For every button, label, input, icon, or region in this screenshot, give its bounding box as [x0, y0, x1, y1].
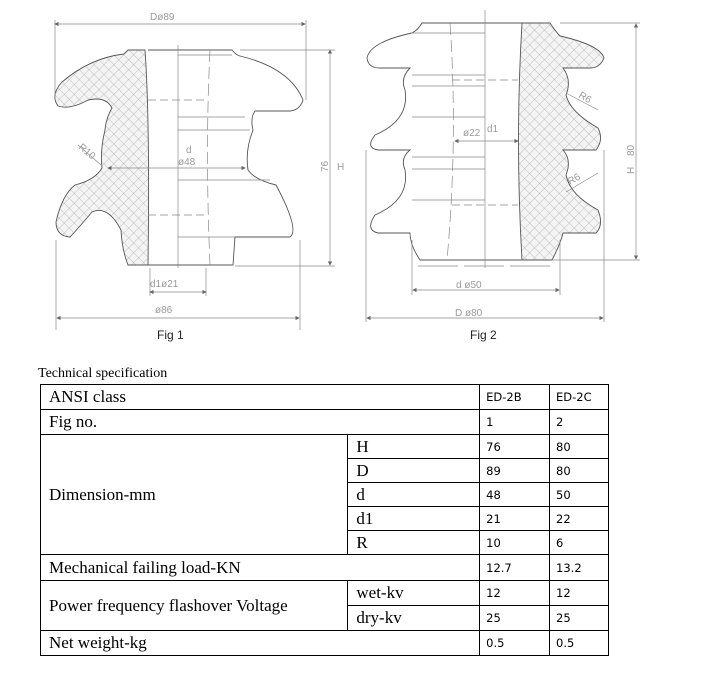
table-row: Mechanical failing load-KN 12.7 13.2	[39, 554, 609, 581]
table-row: Fig no. 1 2	[39, 409, 609, 435]
mech-label: Mechanical failing load-KN	[39, 554, 481, 581]
table-row: ANSI class ED-2B ED-2C	[39, 384, 609, 410]
mech-value: 13.2	[549, 554, 609, 581]
dimension-value: 21	[479, 506, 551, 531]
fig-1-D-label: Dø89	[150, 12, 175, 23]
table-row: dry-kv 25 25	[41, 605, 609, 631]
table-row: d1 21 22	[41, 506, 609, 531]
dry-value: 25	[549, 605, 609, 631]
ansi-value: ED-2C	[549, 384, 609, 410]
fig-1-drawing	[54, 20, 335, 330]
weight-label: Net weight-kg	[39, 630, 481, 656]
fig-value: 1	[479, 409, 551, 435]
fig-2-H-label: H	[626, 167, 637, 174]
fig-1-caption: Fig 1	[157, 328, 184, 342]
fig-2-caption: Fig 2	[470, 328, 497, 342]
wet-value: 12	[479, 580, 551, 606]
fig-1-section	[54, 49, 150, 266]
fig-1-H-label: H	[337, 162, 344, 173]
dimension-value: 48	[479, 482, 551, 507]
table-row: Net weight-kg 0.5 0.5	[39, 630, 609, 656]
spec-table: ANSI class ED-2B ED-2C Fig no. 1 2 Dimen…	[39, 384, 609, 656]
table-row: d 48 50	[41, 482, 609, 507]
dimension-name: d	[347, 482, 481, 507]
table-row: Power frequency flashover Voltage wet-kv…	[39, 580, 609, 631]
dimension-value: 80	[549, 458, 609, 483]
fig-1-d-value: ø48	[178, 157, 196, 168]
insulator-drawings: Dø89 d ø48 76 H R10 d1ø21 ø86 Fig 1	[54, 10, 640, 342]
dimension-name: D	[347, 458, 481, 483]
fig-1-base-label: ø86	[155, 305, 173, 316]
dimension-value: 80	[549, 434, 609, 459]
fig-1-H-value: 76	[320, 160, 331, 172]
ansi-value: ED-2B	[479, 384, 551, 410]
dimension-value: 76	[479, 434, 551, 459]
fig-2-D-label: D ø80	[455, 308, 483, 319]
dimension-name: d1	[347, 506, 481, 531]
fig-label: Fig no.	[39, 409, 481, 435]
wet-label: wet-kv	[347, 580, 481, 606]
fig-2-H-value: 80	[626, 144, 637, 156]
weight-value: 0.5	[549, 630, 609, 656]
table-row: D 89 80	[41, 458, 609, 483]
fig-1-d-label: d	[186, 145, 192, 156]
dimension-value: 89	[479, 458, 551, 483]
fig-1-d1-label: d1ø21	[150, 279, 179, 290]
dimension-value: 10	[479, 530, 551, 555]
dimension-label: Dimension-mm	[39, 434, 349, 555]
fig-2-d-label: d ø50	[456, 280, 482, 291]
dimension-value: 6	[549, 530, 609, 555]
dry-label: dry-kv	[347, 605, 481, 631]
mech-value: 12.7	[479, 554, 551, 581]
fig-2-section	[518, 22, 605, 261]
ansi-label: ANSI class	[39, 384, 481, 410]
table-row: Dimension-mm H 76 80	[39, 434, 609, 555]
fig-2-outline	[366, 22, 522, 261]
dimension-name: R	[347, 530, 481, 555]
dry-value: 25	[479, 605, 551, 631]
wet-value: 12	[549, 580, 609, 606]
fig-2-d1-label: d1	[487, 124, 499, 135]
fig-1-outline	[148, 49, 304, 266]
dimension-value: 50	[549, 482, 609, 507]
fig-2-drawing	[365, 10, 640, 322]
dimension-name: H	[347, 434, 481, 459]
fig-2-R-label-1: R6	[577, 90, 594, 106]
weight-value: 0.5	[479, 630, 551, 656]
dimension-value: 22	[549, 506, 609, 531]
flashover-label: Power frequency flashover Voltage	[39, 580, 349, 631]
spec-title: Technical specification	[38, 366, 168, 381]
fig-value: 2	[549, 409, 609, 435]
fig-2-d1-value: ø22	[463, 128, 481, 139]
